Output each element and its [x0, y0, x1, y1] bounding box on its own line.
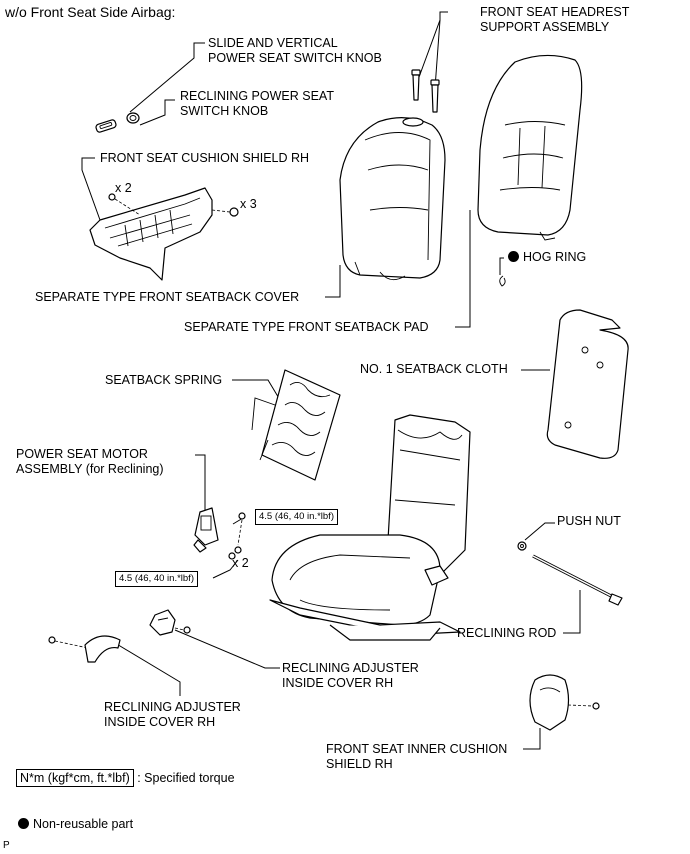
label-reclining-rod: RECLINING ROD — [457, 626, 557, 640]
label-qty-cushion-x2: x 2 — [115, 181, 132, 195]
seat-frame-part — [269, 414, 471, 641]
label-headrest-support: FRONT SEAT HEADREST SUPPORT ASSEMBLY — [480, 5, 630, 34]
legend-nonreusable-text: Non-reusable part — [33, 817, 134, 831]
label-seatback-cloth: NO. 1 SEATBACK CLOTH — [360, 362, 508, 376]
label-hog-ring: HOG RING — [508, 250, 586, 265]
seatback-cloth-part — [546, 309, 629, 459]
label-adjuster-cover-right: RECLINING ADJUSTER INSIDE COVER RH — [282, 661, 419, 690]
inner-cushion-shield-part — [529, 674, 600, 731]
label-qty-motor-x2: x 2 — [232, 556, 249, 570]
label-qty-cushion-x3: x 3 — [240, 197, 257, 211]
adjuster-cover-right-part — [149, 609, 191, 636]
label-seatback-cover: SEPARATE TYPE FRONT SEATBACK COVER — [35, 290, 300, 304]
label-push-nut: PUSH NUT — [557, 514, 621, 528]
legend-nonreusable: Non-reusable part — [18, 817, 133, 832]
label-seatback-spring: SEATBACK SPRING — [105, 373, 223, 387]
seatback-cover-part — [339, 117, 446, 281]
hog-ring-part — [499, 275, 506, 287]
nonreusable-dot-icon — [18, 818, 29, 829]
label-slide-switch-knob: SLIDE AND VERTICAL POWER SEAT SWITCH KNO… — [208, 36, 382, 65]
motor-assembly-part — [193, 507, 246, 560]
seatback-spring-part — [251, 369, 341, 481]
headrest-support-part — [411, 69, 440, 113]
leader-lines — [81, 11, 581, 750]
slide-switch-knob-part — [95, 119, 117, 133]
cushion-shield-part — [89, 187, 239, 281]
footer-code: P — [3, 840, 10, 851]
reclining-switch-knob-part — [126, 112, 140, 124]
label-motor-assembly: POWER SEAT MOTOR ASSEMBLY (for Reclining… — [16, 447, 164, 476]
torque-spec-lower: 4.5 (46, 40 in.*lbf) — [115, 571, 198, 587]
label-adjuster-cover-left: RECLINING ADJUSTER INSIDE COVER RH — [104, 700, 241, 729]
label-cushion-shield: FRONT SEAT CUSHION SHIELD RH — [100, 151, 310, 165]
legend-torque: N*m (kgf*cm, ft.*lbf) : Specified torque — [16, 769, 235, 787]
torque-spec-upper: 4.5 (46, 40 in.*lbf) — [255, 509, 338, 525]
diagram-title: w/o Front Seat Side Airbag: — [5, 4, 176, 20]
legend-torque-text: : Specified torque — [137, 771, 235, 785]
label-inner-cushion-shield: FRONT SEAT INNER CUSHION SHIELD RH — [326, 742, 508, 771]
reclining-rod-part — [532, 554, 623, 606]
legend-torque-box: N*m (kgf*cm, ft.*lbf) — [16, 769, 134, 787]
adjuster-cover-left-part — [48, 635, 121, 663]
label-seatback-pad: SEPARATE TYPE FRONT SEATBACK PAD — [184, 320, 429, 334]
nonreusable-dot-icon — [508, 251, 519, 262]
seatback-pad-part — [477, 54, 583, 241]
push-nut-part — [517, 541, 527, 551]
label-reclining-switch-knob: RECLINING POWER SEAT SWITCH KNOB — [180, 89, 334, 118]
